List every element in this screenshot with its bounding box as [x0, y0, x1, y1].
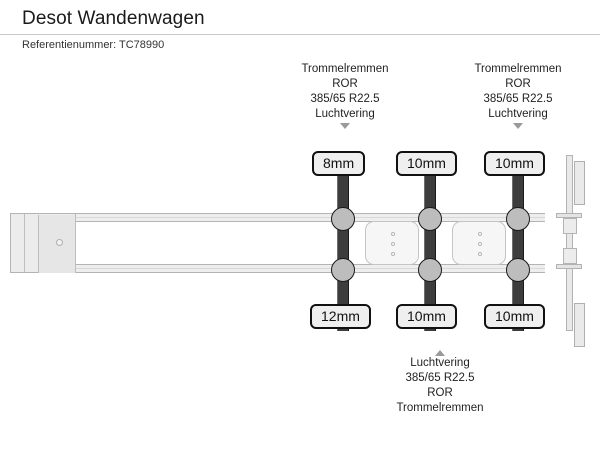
annotation-bottom: Luchtvering 385/65 R22.5 ROR Trommelremm… [380, 349, 500, 416]
axle-3-hub-bottom [506, 258, 530, 282]
trailer-diagram: Trommelremmen ROR 385/65 R22.5 Luchtveri… [0, 58, 600, 450]
tyre-depth-badge-axle-1-top[interactable]: 8mm [312, 151, 366, 176]
hanger-hole [478, 232, 482, 236]
hanger-hole [391, 232, 395, 236]
hanger-hole [478, 252, 482, 256]
chassis-rail-top-inner-line [10, 217, 545, 218]
page-title: Desot Wandenwagen [22, 8, 205, 29]
axle-3-hub-top [506, 207, 530, 231]
axle-3 [512, 155, 524, 331]
tyre-depth-badge-axle-2-top[interactable]: 10mm [396, 151, 457, 176]
caret-down-icon [513, 123, 523, 129]
annotation-top-left-line4: Luchtvering [315, 108, 375, 120]
annotation-bottom-line3: ROR [427, 387, 453, 399]
rear-stub-bottom [563, 248, 577, 264]
axle-1 [337, 155, 349, 331]
hanger-hole [391, 252, 395, 256]
hanger-hole [391, 242, 395, 246]
axle-2 [424, 155, 436, 331]
rear-crossbar-top [556, 213, 582, 218]
annotation-top-right-line3: 385/65 R22.5 [483, 93, 553, 105]
annotation-bottom-line1: Luchtvering [410, 357, 470, 369]
reference-number: Referentienummer: TC78990 [22, 39, 165, 51]
annotation-top-right-line1: Trommelremmen [474, 63, 562, 75]
tyre-depth-badge-axle-3-bottom[interactable]: 10mm [484, 304, 545, 329]
caret-down-icon [340, 123, 350, 129]
kingpin-plate [38, 215, 76, 273]
annotation-top-right-line4: Luchtvering [488, 108, 548, 120]
rear-marker-light-bottom [574, 303, 585, 347]
annotation-top-left: Trommelremmen ROR 385/65 R22.5 Luchtveri… [294, 62, 396, 129]
tyre-depth-badge-axle-1-bottom[interactable]: 12mm [310, 304, 371, 329]
rear-frame-post [566, 155, 573, 331]
front-block-divider-1 [24, 214, 25, 272]
annotation-bottom-line4: Trommelremmen [396, 402, 484, 414]
kingpin-icon [56, 239, 63, 246]
hanger-hole [478, 242, 482, 246]
tyre-depth-badge-axle-2-bottom[interactable]: 10mm [396, 304, 457, 329]
axle-1-hub-top [331, 207, 355, 231]
front-chassis-block [10, 213, 76, 273]
suspension-hanger-2 [452, 221, 506, 265]
rear-marker-light-top [574, 161, 585, 205]
annotation-top-left-line1: Trommelremmen [301, 63, 389, 75]
caret-up-icon [435, 350, 445, 356]
rear-crossbar-bottom [556, 264, 582, 269]
header-divider [0, 34, 600, 35]
axle-2-hub-top [418, 207, 442, 231]
annotation-top-right: Trommelremmen ROR 385/65 R22.5 Luchtveri… [467, 62, 569, 129]
annotation-top-right-line2: ROR [505, 78, 531, 90]
page-header: Desot Wandenwagen Referentienummer: TC78… [0, 0, 600, 58]
axle-1-hub-bottom [331, 258, 355, 282]
chassis [10, 213, 545, 273]
tyre-depth-badge-axle-3-top[interactable]: 10mm [484, 151, 545, 176]
annotation-bottom-line2: 385/65 R22.5 [405, 372, 475, 384]
axle-2-hub-bottom [418, 258, 442, 282]
rear-stub-top [563, 218, 577, 234]
suspension-hanger-1 [365, 221, 419, 265]
chassis-rail-bottom-inner-line [10, 268, 545, 269]
annotation-top-left-line2: ROR [332, 78, 358, 90]
annotation-top-left-line3: 385/65 R22.5 [310, 93, 380, 105]
